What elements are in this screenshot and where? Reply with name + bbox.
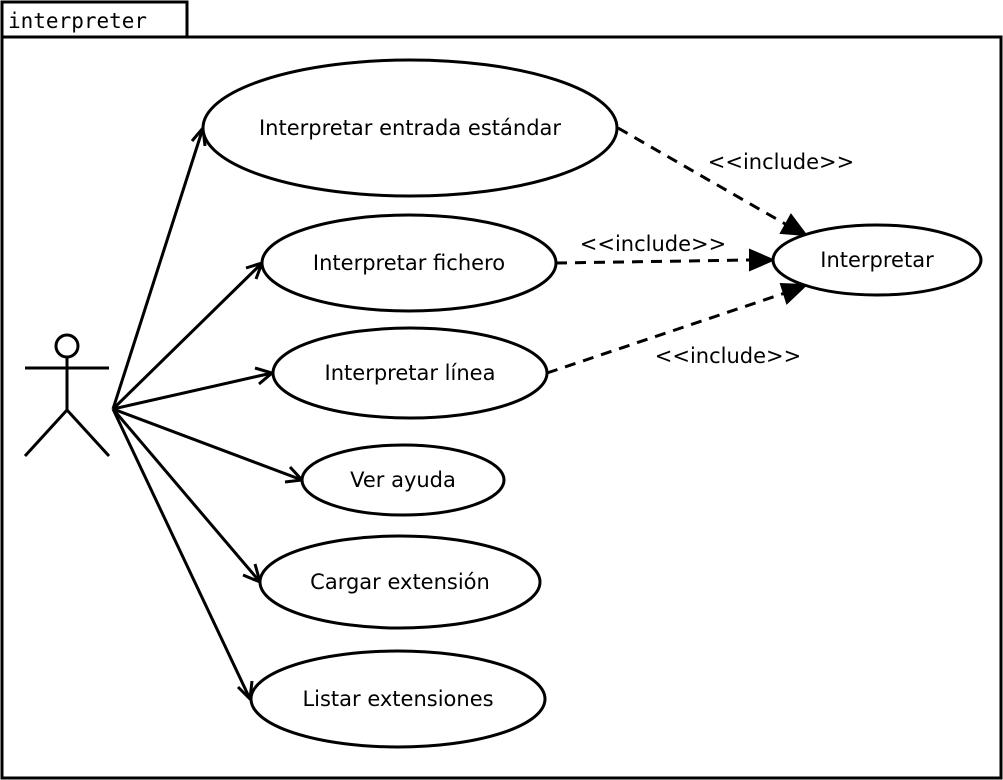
use-case-label: Interpretar línea [325, 361, 496, 385]
actor-figure [23, 333, 111, 458]
use-case-listar-extensiones: Listar extensiones [249, 649, 547, 749]
use-case-label: Listar extensiones [302, 687, 493, 711]
use-case-interpretar-fichero: Interpretar fichero [260, 213, 558, 313]
use-case-label: Interpretar entrada estándar [259, 116, 561, 140]
use-case-interpretar-linea: Interpretar línea [271, 326, 549, 420]
use-case-interpretar-entrada-estandar: Interpretar entrada estándar [201, 58, 619, 198]
use-case-label: Ver ayuda [350, 468, 456, 492]
include-linea [546, 282, 809, 375]
associations [111, 124, 306, 703]
use-case-interpretar: Interpretar [771, 223, 983, 297]
actor-right-leg [65, 408, 111, 458]
include-label-fichero: <<include>> [580, 232, 726, 256]
package-name: interpreter [8, 9, 147, 33]
use-case-label: Interpretar [820, 248, 934, 272]
include-label-entrada: <<include>> [708, 150, 854, 174]
actor-left-leg [23, 408, 69, 458]
actor-head [54, 333, 80, 359]
include-dependencies [546, 126, 809, 375]
include-fichero [555, 248, 776, 272]
use-case-ver-ayuda: Ver ayuda [300, 443, 506, 517]
use-case-label: Interpretar fichero [313, 251, 505, 275]
include-entrada [617, 126, 809, 237]
include-label-linea: <<include>> [655, 344, 801, 368]
use-case-label: Cargar extensión [310, 570, 490, 594]
use-case-cargar-extension: Cargar extensión [258, 534, 542, 630]
